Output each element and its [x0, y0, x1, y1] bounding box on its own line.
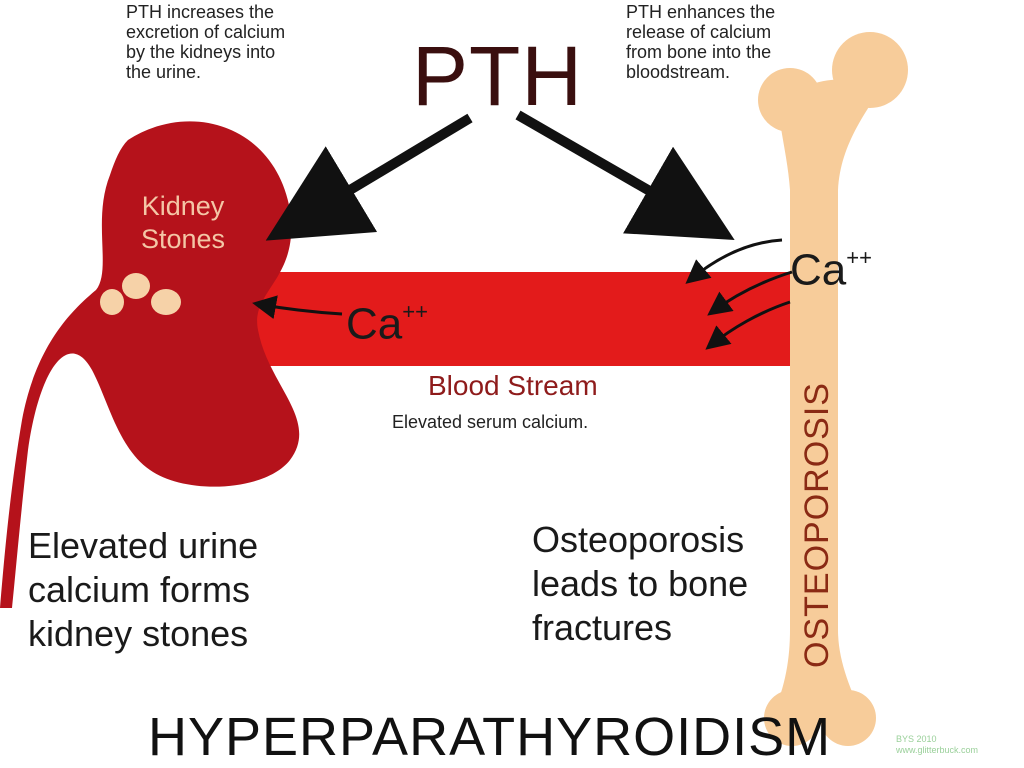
watermark: BYS 2010 www.glitterbuck.com	[896, 734, 979, 755]
calcium-ion-blood: Ca++	[346, 294, 428, 347]
osteoporosis-bone-label: OSTEOPOROSIS	[798, 382, 836, 668]
pth-title: PTH	[412, 29, 583, 123]
blood-stream-sublabel: Elevated serum calcium.	[392, 412, 589, 432]
kidney-caption: Elevated urine calcium forms kidney ston…	[28, 525, 259, 654]
calcium-charge: ++	[846, 245, 872, 270]
bone-effect-note: PTH enhances the release of calcium from…	[626, 2, 776, 82]
calcium-to-kidney-arrow	[252, 295, 343, 320]
calcium-release-arrow	[707, 270, 793, 316]
hyperparathyroidism-title: HYPERPARATHYROIDISM	[148, 707, 832, 767]
pth-to-kidney-arrow	[265, 113, 473, 241]
calcium-ion-bone: Ca++	[790, 240, 872, 293]
kidney-effect-note: PTH increases the excretion of calcium b…	[126, 2, 286, 82]
calcium-release-arrow	[705, 300, 791, 350]
kidney-stone	[151, 289, 181, 315]
calcium-symbol: Ca	[790, 245, 847, 295]
kidney-stone	[100, 289, 124, 315]
kidney-shape	[0, 121, 300, 608]
bone-caption: Osteoporosis leads to bone fractures	[532, 519, 749, 648]
bone-shape	[758, 32, 908, 746]
calcium-release-arrow	[685, 238, 783, 284]
pth-to-bone-arrow	[515, 110, 735, 240]
calcium-charge: ++	[402, 299, 428, 324]
blood-stream-band	[232, 272, 800, 366]
kidney-stone	[122, 273, 150, 299]
blood-stream-label: Blood Stream	[428, 370, 598, 401]
calcium-symbol: Ca	[346, 299, 403, 349]
kidney-stones-label: Kidney Stones	[140, 191, 226, 254]
